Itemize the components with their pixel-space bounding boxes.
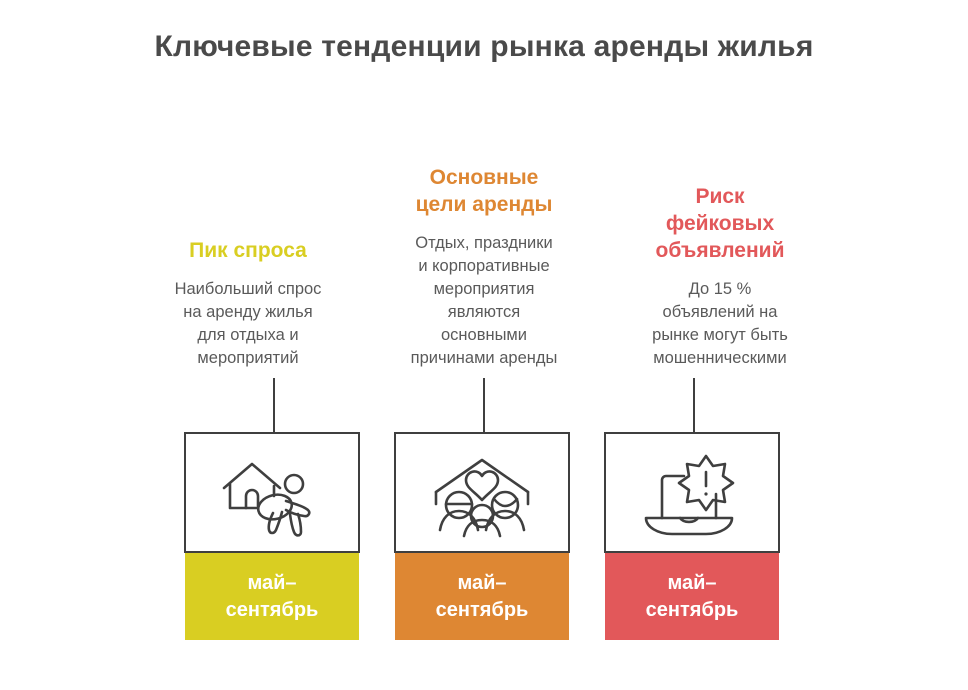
card-peak-demand: май– сентябрь: [184, 432, 360, 640]
period-label-bar: май– сентябрь: [605, 553, 779, 640]
connector-line: [693, 378, 695, 432]
laptop-warning-alert-icon: [644, 454, 735, 535]
card-fake-listing-risk: май– сентябрь: [604, 432, 780, 640]
column-heading: Пик спроса: [189, 239, 307, 262]
connector-line: [273, 378, 275, 432]
icon-box: [604, 432, 780, 553]
period-label-bar: май– сентябрь: [185, 553, 359, 640]
icon-box: [394, 432, 570, 553]
icon-box: [184, 432, 360, 553]
house-with-person-icon: [222, 462, 311, 537]
card-rental-goals: май– сентябрь: [394, 432, 570, 640]
column-rental-goals: Основные цели аренды Отдых, праздники и …: [386, 120, 582, 370]
connector-line: [483, 378, 485, 432]
family-house-heart-icon: [434, 458, 530, 537]
period-label-bar: май– сентябрь: [395, 553, 569, 640]
column-heading: Основные цели аренды: [415, 166, 553, 216]
column-heading: Риск фейковых объявлений: [655, 185, 785, 262]
column-fake-listing-risk: Риск фейковых объявлений До 15 % объявле…: [622, 120, 818, 370]
column-peak-demand: Пик спроса Наибольший спрос на аренду жи…: [150, 120, 346, 370]
column-body-text: До 15 % объявлений на рынке могут быть м…: [652, 280, 788, 367]
columns-container: Пик спроса Наибольший спрос на аренду жи…: [150, 120, 818, 370]
column-body-text: Наибольший спрос на аренду жилья для отд…: [174, 280, 322, 367]
column-body-text: Отдых, праздники и корпоративные меропри…: [410, 234, 558, 367]
page-title: Ключевые тенденции рынка аренды жилья: [154, 30, 814, 63]
